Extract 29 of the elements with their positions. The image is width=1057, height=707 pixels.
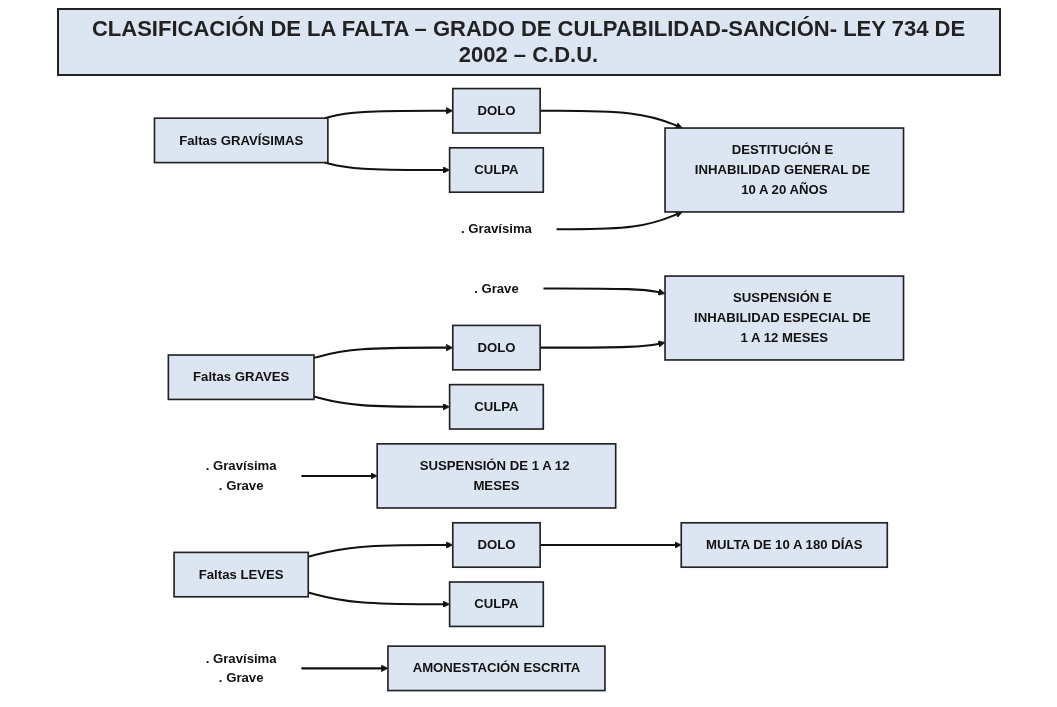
arrow <box>300 664 388 672</box>
node-box: CULPA <box>448 383 544 430</box>
node-box: CULPA <box>448 146 544 193</box>
node-box: Faltas GRAVES <box>167 354 315 401</box>
node-box: CULPA <box>448 581 544 628</box>
node-text: . Gravísima <box>460 221 532 236</box>
node-box: MULTA DE 10 A 180 DÍAS <box>679 521 888 569</box>
node-box: DESTITUCIÓN E INHABILIDAD GENERAL DE 10 A 20 AÑOS <box>663 127 904 213</box>
node-text: . Gravísima . Grave <box>205 458 277 493</box>
arrow <box>323 161 450 174</box>
node-box: AMONESTACIÓN ESCRITA <box>386 645 606 692</box>
arrow <box>539 340 665 349</box>
arrow <box>313 344 453 359</box>
node-box: DOLO <box>451 521 541 569</box>
arrow <box>313 395 450 411</box>
arrow <box>556 211 683 231</box>
node-box: DOLO <box>451 324 541 371</box>
arrow <box>539 109 683 129</box>
title: CLASIFICACIÓN DE LA FALTA – GRADO DE CULPABILIDAD-SANCIÓN- LEY 734 DE 2002 – C.D.U. <box>56 8 1001 76</box>
arrow <box>307 591 450 608</box>
node-text: . Grave <box>473 281 519 295</box>
node-box: SUSPENSIÓN E INHABILIDAD ESPECIAL DE 1 A 12 MESES <box>663 275 904 361</box>
arrow <box>307 541 453 558</box>
node-box: SUSPENSIÓN DE 1 A 12 MESES <box>375 443 617 509</box>
arrow <box>542 287 665 296</box>
node-box: Faltas GRAVÍSIMAS <box>153 117 329 164</box>
node-box: Faltas LEVES <box>172 551 309 598</box>
node-text: . Gravísima . Grave <box>205 651 277 685</box>
node-box: DOLO <box>451 87 541 134</box>
